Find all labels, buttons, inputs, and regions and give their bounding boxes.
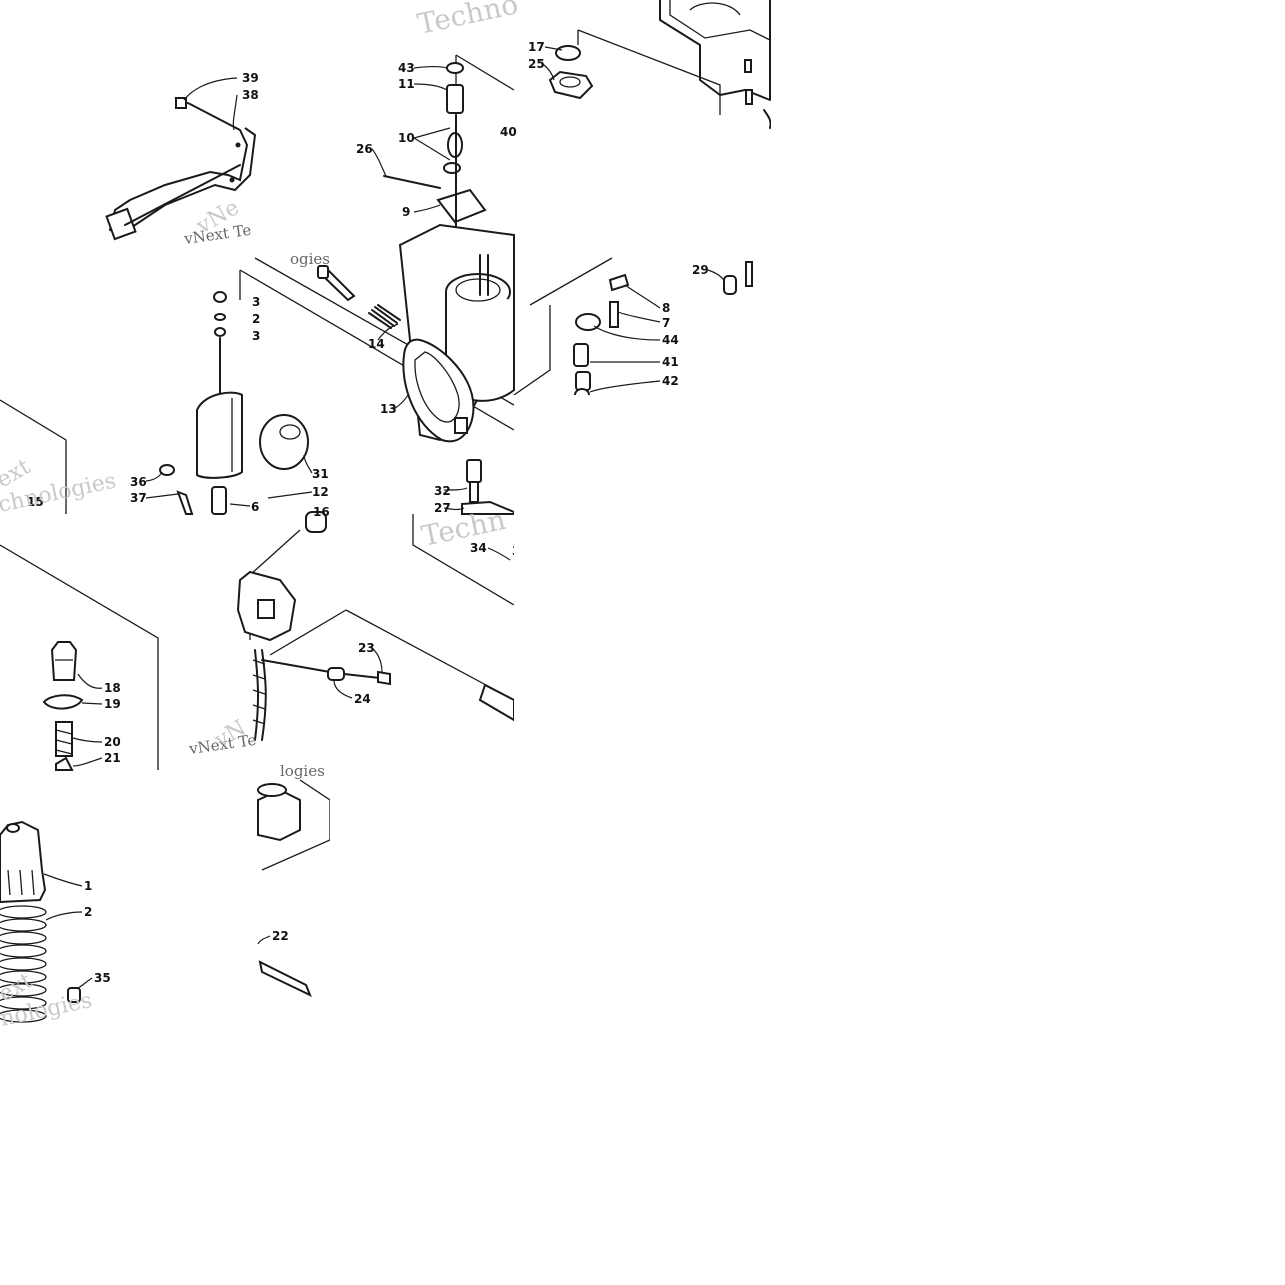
callout-label: 35: [94, 971, 111, 985]
callout-label: 15: [27, 495, 44, 509]
callout-label: 2: [84, 905, 92, 919]
callout-label: 1: [84, 879, 92, 893]
callout-label: 3: [252, 295, 260, 309]
callout-label: 21: [104, 751, 121, 765]
throttle-sensor-assembly: [105, 97, 257, 241]
callout-label: 44: [662, 333, 679, 347]
watermark-text: logies: [280, 762, 325, 780]
callout-labels: 39 38 43 11 10 40 26 9 17 25 29 8 7 44 4…: [27, 40, 709, 985]
cap-parts: [548, 45, 594, 100]
watermark-text: Techno: [415, 0, 521, 41]
callout-label: 13: [380, 402, 397, 416]
callout-label: 16: [313, 505, 330, 519]
watermark-text: ogies: [290, 250, 330, 268]
callout-label: 12: [312, 485, 329, 499]
callout-label: 22: [272, 929, 289, 943]
callout-label: 8: [662, 301, 670, 315]
callout-label: 20: [104, 735, 121, 749]
watermark-text: Techn: [419, 503, 509, 553]
callout-label: 29: [692, 263, 709, 277]
callout-label: 10: [398, 131, 415, 145]
float-bowl-fragment: [659, 0, 772, 129]
callout-label: 25: [528, 57, 545, 71]
bottom-cap-group: [0, 820, 81, 1023]
callout-label: 38: [242, 88, 259, 102]
callout-label: 23: [358, 641, 375, 655]
callout-label: 18: [104, 681, 121, 695]
callout-label: 42: [662, 374, 679, 388]
callout-label: 40: [500, 125, 517, 139]
callout-label: 34: [470, 541, 487, 555]
callout-label: 11: [398, 77, 415, 91]
idle-adjuster: [236, 511, 515, 741]
callout-label: 36: [130, 475, 147, 489]
callout-label: 32: [434, 484, 451, 498]
leader-lines: [43, 46, 725, 989]
callout-label: 31: [312, 467, 329, 481]
top-stack-parts: [383, 62, 487, 261]
callout-label: 6: [251, 500, 259, 514]
callout-label: 9: [402, 205, 410, 219]
callout-label: 26: [356, 142, 373, 156]
pilot-screw-14: [317, 265, 401, 329]
frame-lines: [0, 29, 721, 871]
callout-label: 37: [130, 491, 147, 505]
callout-label: 43: [398, 61, 415, 75]
callout-label: 39: [242, 71, 259, 85]
callout-label: 17: [528, 40, 545, 54]
callout-label: 19: [104, 697, 121, 711]
callout-label: 41: [662, 355, 679, 369]
callout-label: 2: [252, 312, 260, 326]
callout-label: 24: [354, 692, 371, 706]
main-jet-group: [42, 641, 84, 771]
carburetor-body: [398, 223, 515, 515]
callout-label: 3: [252, 329, 260, 343]
pin-22: [257, 783, 312, 998]
spring-coils: [0, 905, 47, 1023]
throttle-slide-group: [159, 291, 309, 515]
callout-label: 14: [368, 337, 385, 351]
callout-label: 7: [662, 316, 670, 330]
callout-label: 27: [434, 501, 451, 515]
